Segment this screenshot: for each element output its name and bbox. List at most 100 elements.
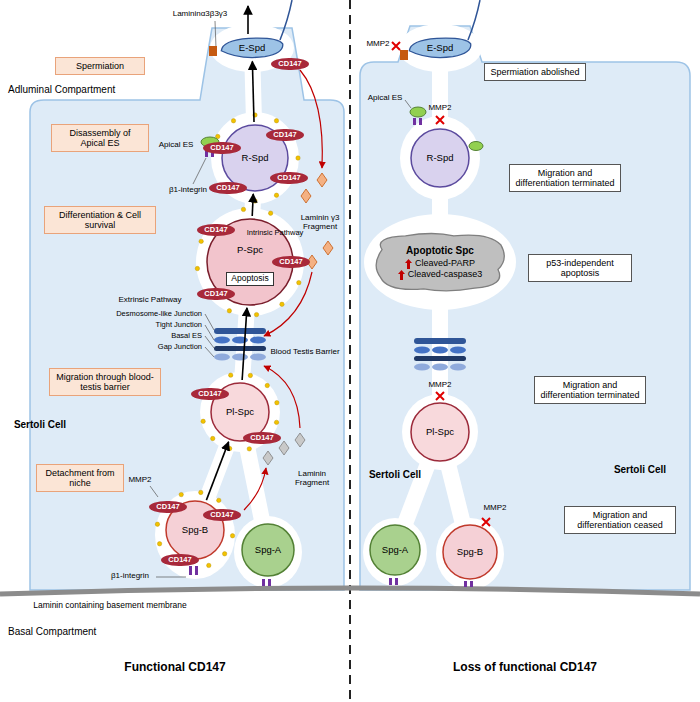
integrin-bar <box>395 578 398 585</box>
cell-label: Sertoli Cell <box>369 469 421 481</box>
apical-es <box>469 142 483 151</box>
elongated-spermatid: E-Spd <box>408 37 472 60</box>
cd147-ligand-dot <box>227 309 231 313</box>
integrin-bar <box>195 566 198 575</box>
cd147-marker: CD147 <box>203 509 240 522</box>
compartment-label: Adluminal Compartment <box>8 84 115 96</box>
pathway-label: Extrinsic Pathway <box>118 295 181 304</box>
germ-cell-pocket <box>211 112 299 204</box>
laminin-gamma3-fragment <box>317 173 327 187</box>
progression-arrow <box>252 61 254 122</box>
laminin-fragment <box>263 451 273 465</box>
cd147-ligand-dot <box>179 492 183 496</box>
outcome-box: Migration and differentiation terminated <box>534 376 646 405</box>
cell-outline <box>242 524 294 576</box>
cd147-ligand-dot <box>265 383 269 387</box>
oval-text: CD147 <box>198 390 221 399</box>
cd147-ligand-dot <box>247 447 251 451</box>
compartment-label: Basal Compartment <box>8 626 96 638</box>
outcome-box: Spermiation abolished <box>484 63 586 81</box>
type-b-spermatogonium: Spg-BCD147CD147CD147 <box>165 500 225 560</box>
sperm-tail <box>468 0 480 40</box>
increase-arrow <box>398 270 405 280</box>
cd147-marker: CD147 <box>191 388 228 401</box>
leader-line <box>150 21 411 577</box>
blood-testis-barrier-junction <box>232 354 248 361</box>
oval-text: CD147 <box>210 511 233 520</box>
leader-line <box>156 577 186 578</box>
germ-cell-pocket <box>155 24 516 590</box>
cd147-ligand-dot <box>268 211 272 215</box>
laminin-fragment <box>279 441 289 455</box>
germ-cell-pocket <box>398 24 482 72</box>
panel-divider <box>349 0 351 702</box>
round-spermatid: R-SpdCD147CD147CD147CD147 <box>221 124 289 192</box>
protein-label: Lamininα3β3γ3 <box>173 9 228 18</box>
wbox-text: p53-independent apoptosis <box>534 258 626 279</box>
cd147-ligand-dot <box>155 113 301 568</box>
leader-line <box>193 158 206 184</box>
cell-text: Spg-B <box>182 525 208 536</box>
germ-cell-pocket <box>363 518 427 586</box>
increase-arrow <box>405 259 412 269</box>
basement-membrane <box>0 588 700 594</box>
inhibited-mmp2-mark <box>392 42 400 50</box>
box-text: Migration through blood-testis barrier <box>55 372 155 393</box>
process-box: Differentiation & Cell survival <box>44 206 156 235</box>
germ-cell-pocket <box>200 372 280 452</box>
preleptotene-spermatocyte: Pl-Spc <box>410 402 470 462</box>
cd147-ligand-dot <box>157 542 161 546</box>
germ-cell-pocket <box>402 394 478 470</box>
blob-text: Apoptotic Spc <box>406 245 474 257</box>
box-text: Disassembly of Apical ES <box>57 128 143 149</box>
enzyme-label: MMP2 <box>128 475 151 484</box>
cell-label: Sertoli Cell <box>14 419 66 431</box>
apoptotic-spermatocyte: Apoptotic SpcCleaved-PARPCleaved-caspase… <box>371 231 509 293</box>
cd147-ligand-dot <box>241 207 245 211</box>
cell-outline <box>443 525 497 579</box>
germ-cell-pocket <box>196 208 304 316</box>
cell-outline <box>376 233 504 290</box>
junction-label: Basal ES <box>171 332 202 341</box>
sertoli-cell <box>30 26 690 590</box>
cd147-ligand-dot <box>296 156 300 160</box>
outcome-box: Migration and differentiation ceased <box>564 506 676 535</box>
cd147-ligand-dot <box>211 436 215 440</box>
cd147-ligand-dot <box>254 312 258 316</box>
protein-label: Laminin Fragment <box>287 469 337 487</box>
leader-line <box>405 100 411 108</box>
oval-text: CD147 <box>168 556 191 565</box>
pathway-label: Intrinsic Pathway <box>247 229 304 238</box>
enzyme-label: MMP2 <box>483 503 506 512</box>
sertoli-cell <box>360 26 690 590</box>
cd147-ligand-dot <box>227 446 231 450</box>
oval-text: CD147 <box>273 131 296 140</box>
blood-testis-barrier-junction <box>214 337 230 344</box>
preleptotene-spermatocyte: Pl-SpcCD147CD147 <box>210 382 270 442</box>
oval-text: CD147 <box>279 258 302 267</box>
process-box: Spermiation <box>55 57 145 75</box>
leader-line <box>205 336 214 348</box>
cd147-marker: CD147 <box>266 129 303 142</box>
junction-label: Desmosome-like Junction <box>116 310 202 319</box>
integrin-bar <box>464 581 467 587</box>
cd147-ligand-dot <box>274 193 278 197</box>
oval-text: CD147 <box>278 60 301 69</box>
oval-text: CD147 <box>156 503 179 512</box>
laminin-gamma3-fragment <box>301 189 311 203</box>
cd147-ligand-dot <box>230 534 234 538</box>
blood-testis-barrier-junction <box>250 337 266 344</box>
leader-line <box>150 486 158 497</box>
wbox-text: Migration and differentiation terminated <box>515 168 615 189</box>
process-box: Disassembly of Apical ES <box>51 124 149 153</box>
cd147-marker: CD147 <box>161 554 198 567</box>
progression-arrow <box>242 308 247 380</box>
elongated-spermatid: E-SpdCD147 <box>220 37 284 60</box>
cd147-marker: CD147 <box>209 182 246 195</box>
cd147-ligand-dot <box>199 490 203 494</box>
sperm-tail <box>280 0 480 40</box>
structure-label: Apical ES <box>368 93 403 102</box>
cd147-ligand-dot <box>248 373 252 377</box>
cd147-ligand-dot <box>229 373 233 377</box>
